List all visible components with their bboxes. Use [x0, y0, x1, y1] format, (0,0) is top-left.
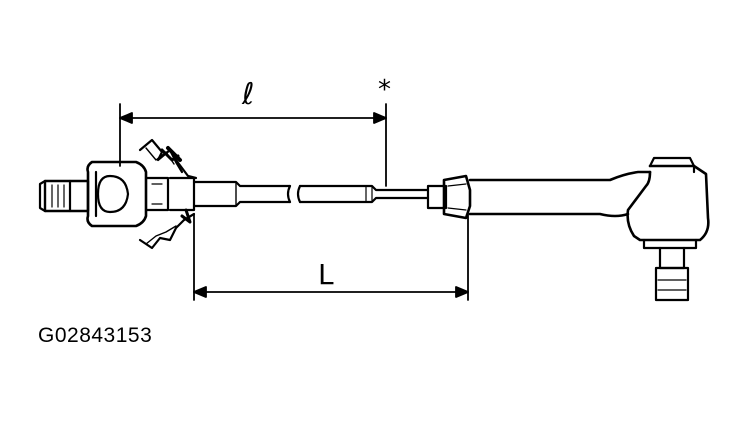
dimension-lower — [193, 213, 469, 301]
inner-tie-rod — [192, 180, 448, 210]
figure-id: G02843153 — [38, 324, 153, 347]
dimension-label-lower: L — [318, 258, 334, 291]
lock-nut — [442, 174, 472, 220]
dimension-label-upper: ℓ — [241, 77, 254, 112]
dimension-upper — [119, 103, 387, 187]
dust-boot — [138, 138, 198, 250]
rack-end — [38, 179, 90, 213]
inner-ball-joint — [86, 160, 170, 228]
marker-star: * — [378, 75, 391, 105]
outer-tie-rod-end — [468, 156, 710, 302]
